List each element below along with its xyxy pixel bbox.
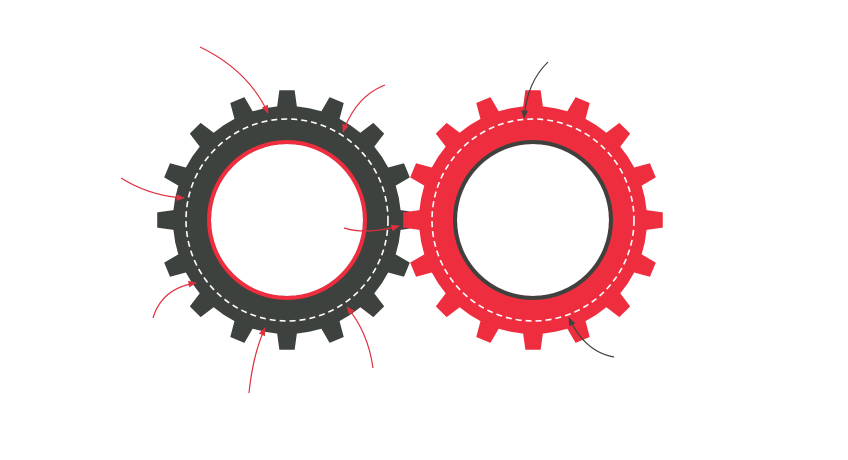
arrow-red-gear-top xyxy=(521,61,549,119)
arrow-bottom-right xyxy=(346,306,374,369)
dark-gear-dashed-pitch-circle xyxy=(185,118,389,322)
arrow-left xyxy=(120,177,185,201)
dark-gear-rim xyxy=(207,140,367,300)
red-gear-arrows xyxy=(521,61,615,358)
red-gear-dashed-pitch-circle xyxy=(431,118,635,322)
arrow-bottom-left xyxy=(152,280,197,319)
red-gear-rim xyxy=(453,140,613,300)
red-gear-body xyxy=(403,90,663,350)
red-gear xyxy=(403,90,663,350)
arrow-top-left xyxy=(199,46,269,114)
dark-gear-body xyxy=(157,90,417,350)
arrow-bottom-center xyxy=(248,327,266,394)
dark-gear-arrows xyxy=(120,46,400,394)
arrow-red-gear-bottom xyxy=(568,317,615,358)
dark-gear xyxy=(157,90,417,350)
arrow-top-right xyxy=(342,84,386,133)
arrow-center-right xyxy=(343,224,400,232)
